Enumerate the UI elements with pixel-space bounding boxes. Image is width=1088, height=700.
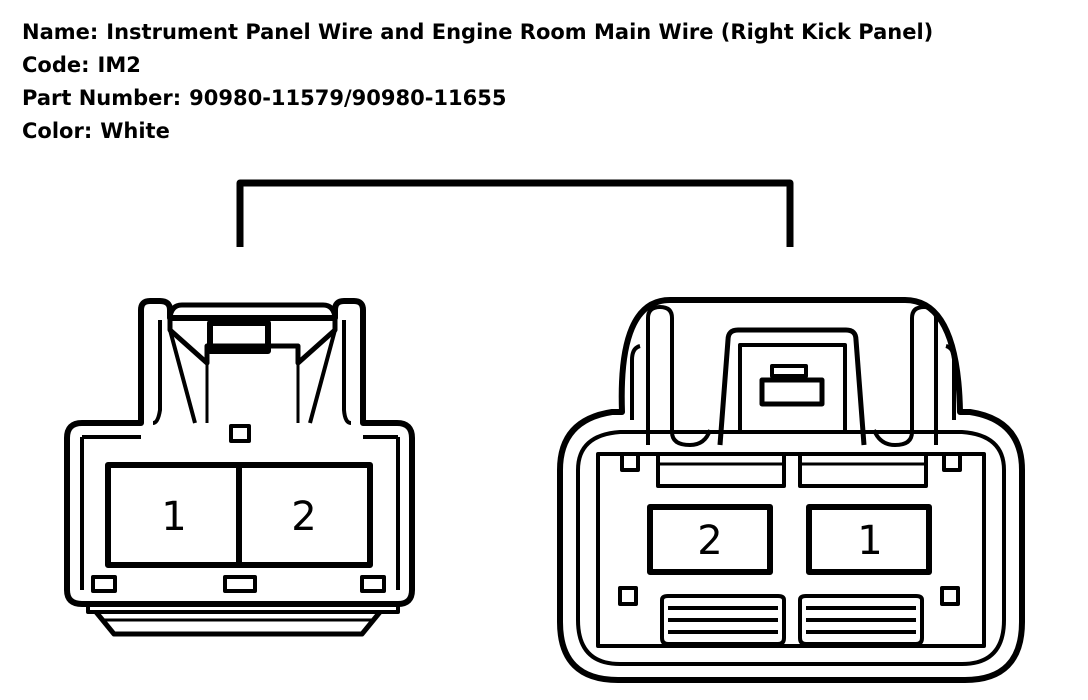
right-cavity-right <box>806 504 932 575</box>
pairing-bracket <box>236 179 794 247</box>
right-inner-housing <box>576 430 1006 666</box>
right-corner-mark-tr <box>942 452 962 472</box>
code-value: IM2 <box>97 53 141 77</box>
right-outer-housing <box>557 297 1025 683</box>
name-line: Name: Instrument Panel Wire and Engine Ro… <box>22 16 933 49</box>
right-lower-tab-right-ribs <box>806 606 916 634</box>
connector-info: Name: Instrument Panel Wire and Engine Ro… <box>22 16 933 148</box>
left-pin-label: 2 <box>291 494 316 540</box>
right-lower-tab-right <box>798 594 924 646</box>
right-lower-tab-left <box>660 594 786 646</box>
color-value: White <box>100 119 170 143</box>
name-label: Name: <box>22 20 99 44</box>
left-retainer-2 <box>223 575 257 593</box>
left-latch-arm-left <box>152 320 162 425</box>
right-pin-label: 2 <box>697 518 722 564</box>
right-corner-mark-bl <box>618 586 638 606</box>
right-lower-tab-left-ribs <box>668 606 778 634</box>
part-number-label: Part Number: <box>22 86 182 110</box>
left-lock-tab <box>207 320 271 354</box>
left-base-skirt <box>94 610 382 637</box>
right-lock-window <box>738 343 847 432</box>
right-lock-shoulders <box>689 429 896 447</box>
left-key-notch <box>229 424 251 443</box>
right-corner-mark-tl <box>620 452 640 472</box>
right-upper-slot-left <box>656 452 786 488</box>
left-retainer-1 <box>91 575 117 593</box>
right-upper-slot-right <box>798 452 928 488</box>
code-line: Code: IM2 <box>22 49 933 82</box>
left-lock-housing <box>167 302 338 366</box>
left-pin-label: 1 <box>161 494 186 540</box>
right-latch-arm-left <box>646 305 691 447</box>
right-cavity-left <box>647 504 773 575</box>
left-base-rail <box>86 604 400 614</box>
color-line: Color: White <box>22 115 933 148</box>
right-connector: 2 1 <box>557 297 1025 683</box>
color-label: Color: <box>22 119 93 143</box>
left-connector: 1 2 <box>64 298 415 637</box>
left-lock-guides <box>205 363 300 423</box>
left-inner-wall <box>80 435 400 590</box>
right-lock-tongue <box>770 364 808 378</box>
right-lock-tab <box>759 377 825 407</box>
right-latch-arm-right <box>894 305 938 447</box>
right-pin-label: 1 <box>857 518 882 564</box>
left-retainer-3 <box>360 575 386 593</box>
right-arm-guides <box>630 344 956 420</box>
left-latch-arm-right <box>342 320 352 425</box>
part-number-value: 90980-11579/90980-11655 <box>189 86 507 110</box>
left-body-outline <box>64 298 415 607</box>
code-label: Code: <box>22 53 90 77</box>
right-corner-mark-br <box>940 586 960 606</box>
part-number-line: Part Number: 90980-11579/90980-11655 <box>22 82 933 115</box>
right-lock-frame <box>717 327 867 446</box>
left-lock-flanks <box>168 329 337 424</box>
name-value: Instrument Panel Wire and Engine Room Ma… <box>106 20 934 44</box>
